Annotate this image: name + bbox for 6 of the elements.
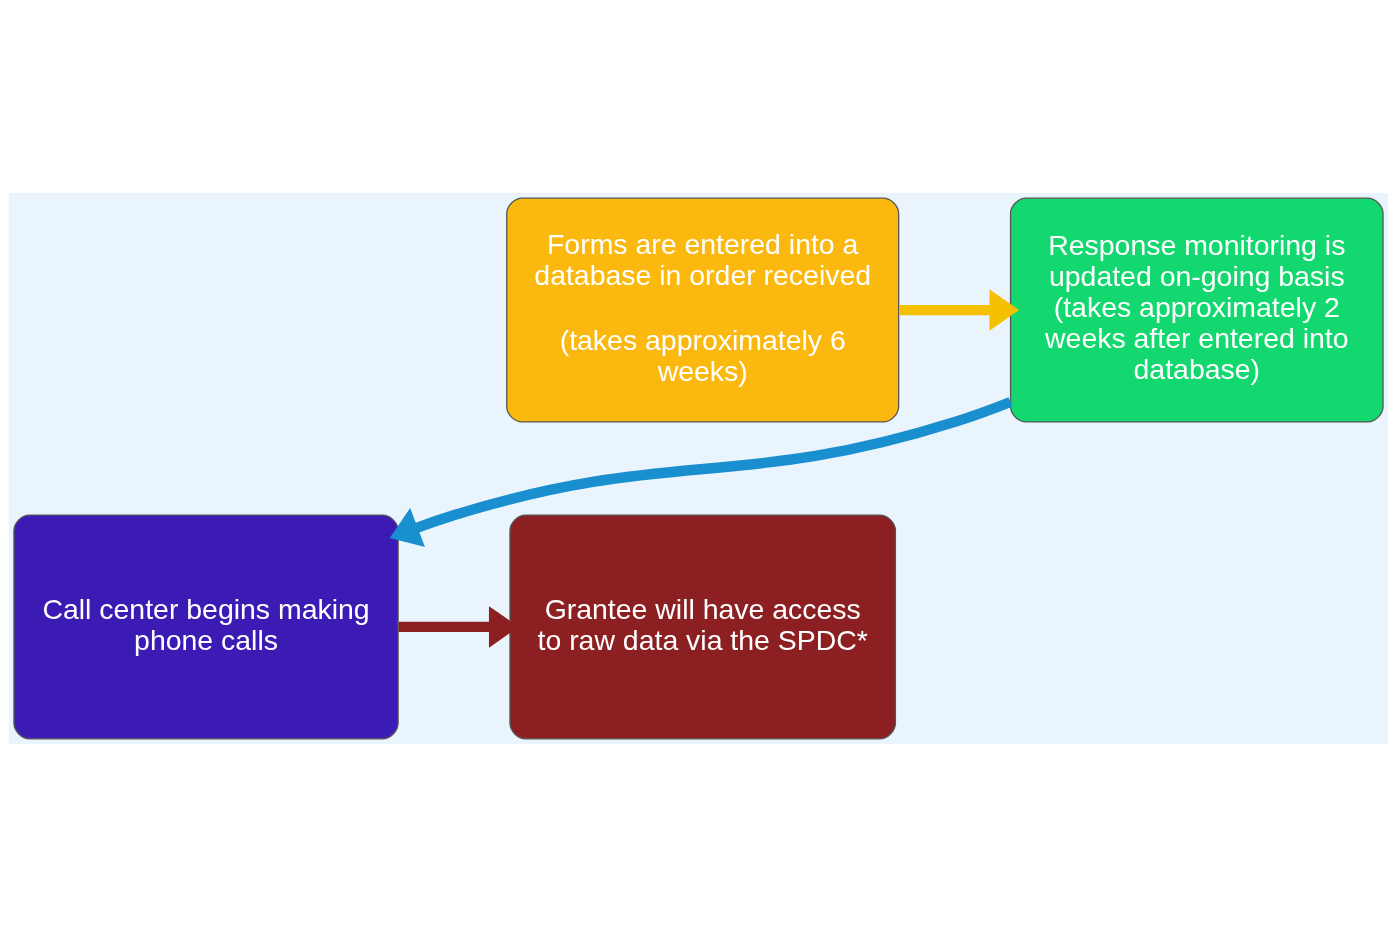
arrow (389, 396, 1013, 547)
node-box: Grantee will have access to raw data via the SPDC* (509, 513, 897, 739)
node-box: Response monitoring is updated on-going basis (takes approximately 2 weeks after entered into database) (1009, 197, 1384, 423)
node-box: Call center begins making phone calls (13, 513, 399, 739)
node-box: Forms are entered into a database in order received (takes approximately 6 weeks) (506, 197, 900, 423)
arrow (899, 288, 1020, 331)
